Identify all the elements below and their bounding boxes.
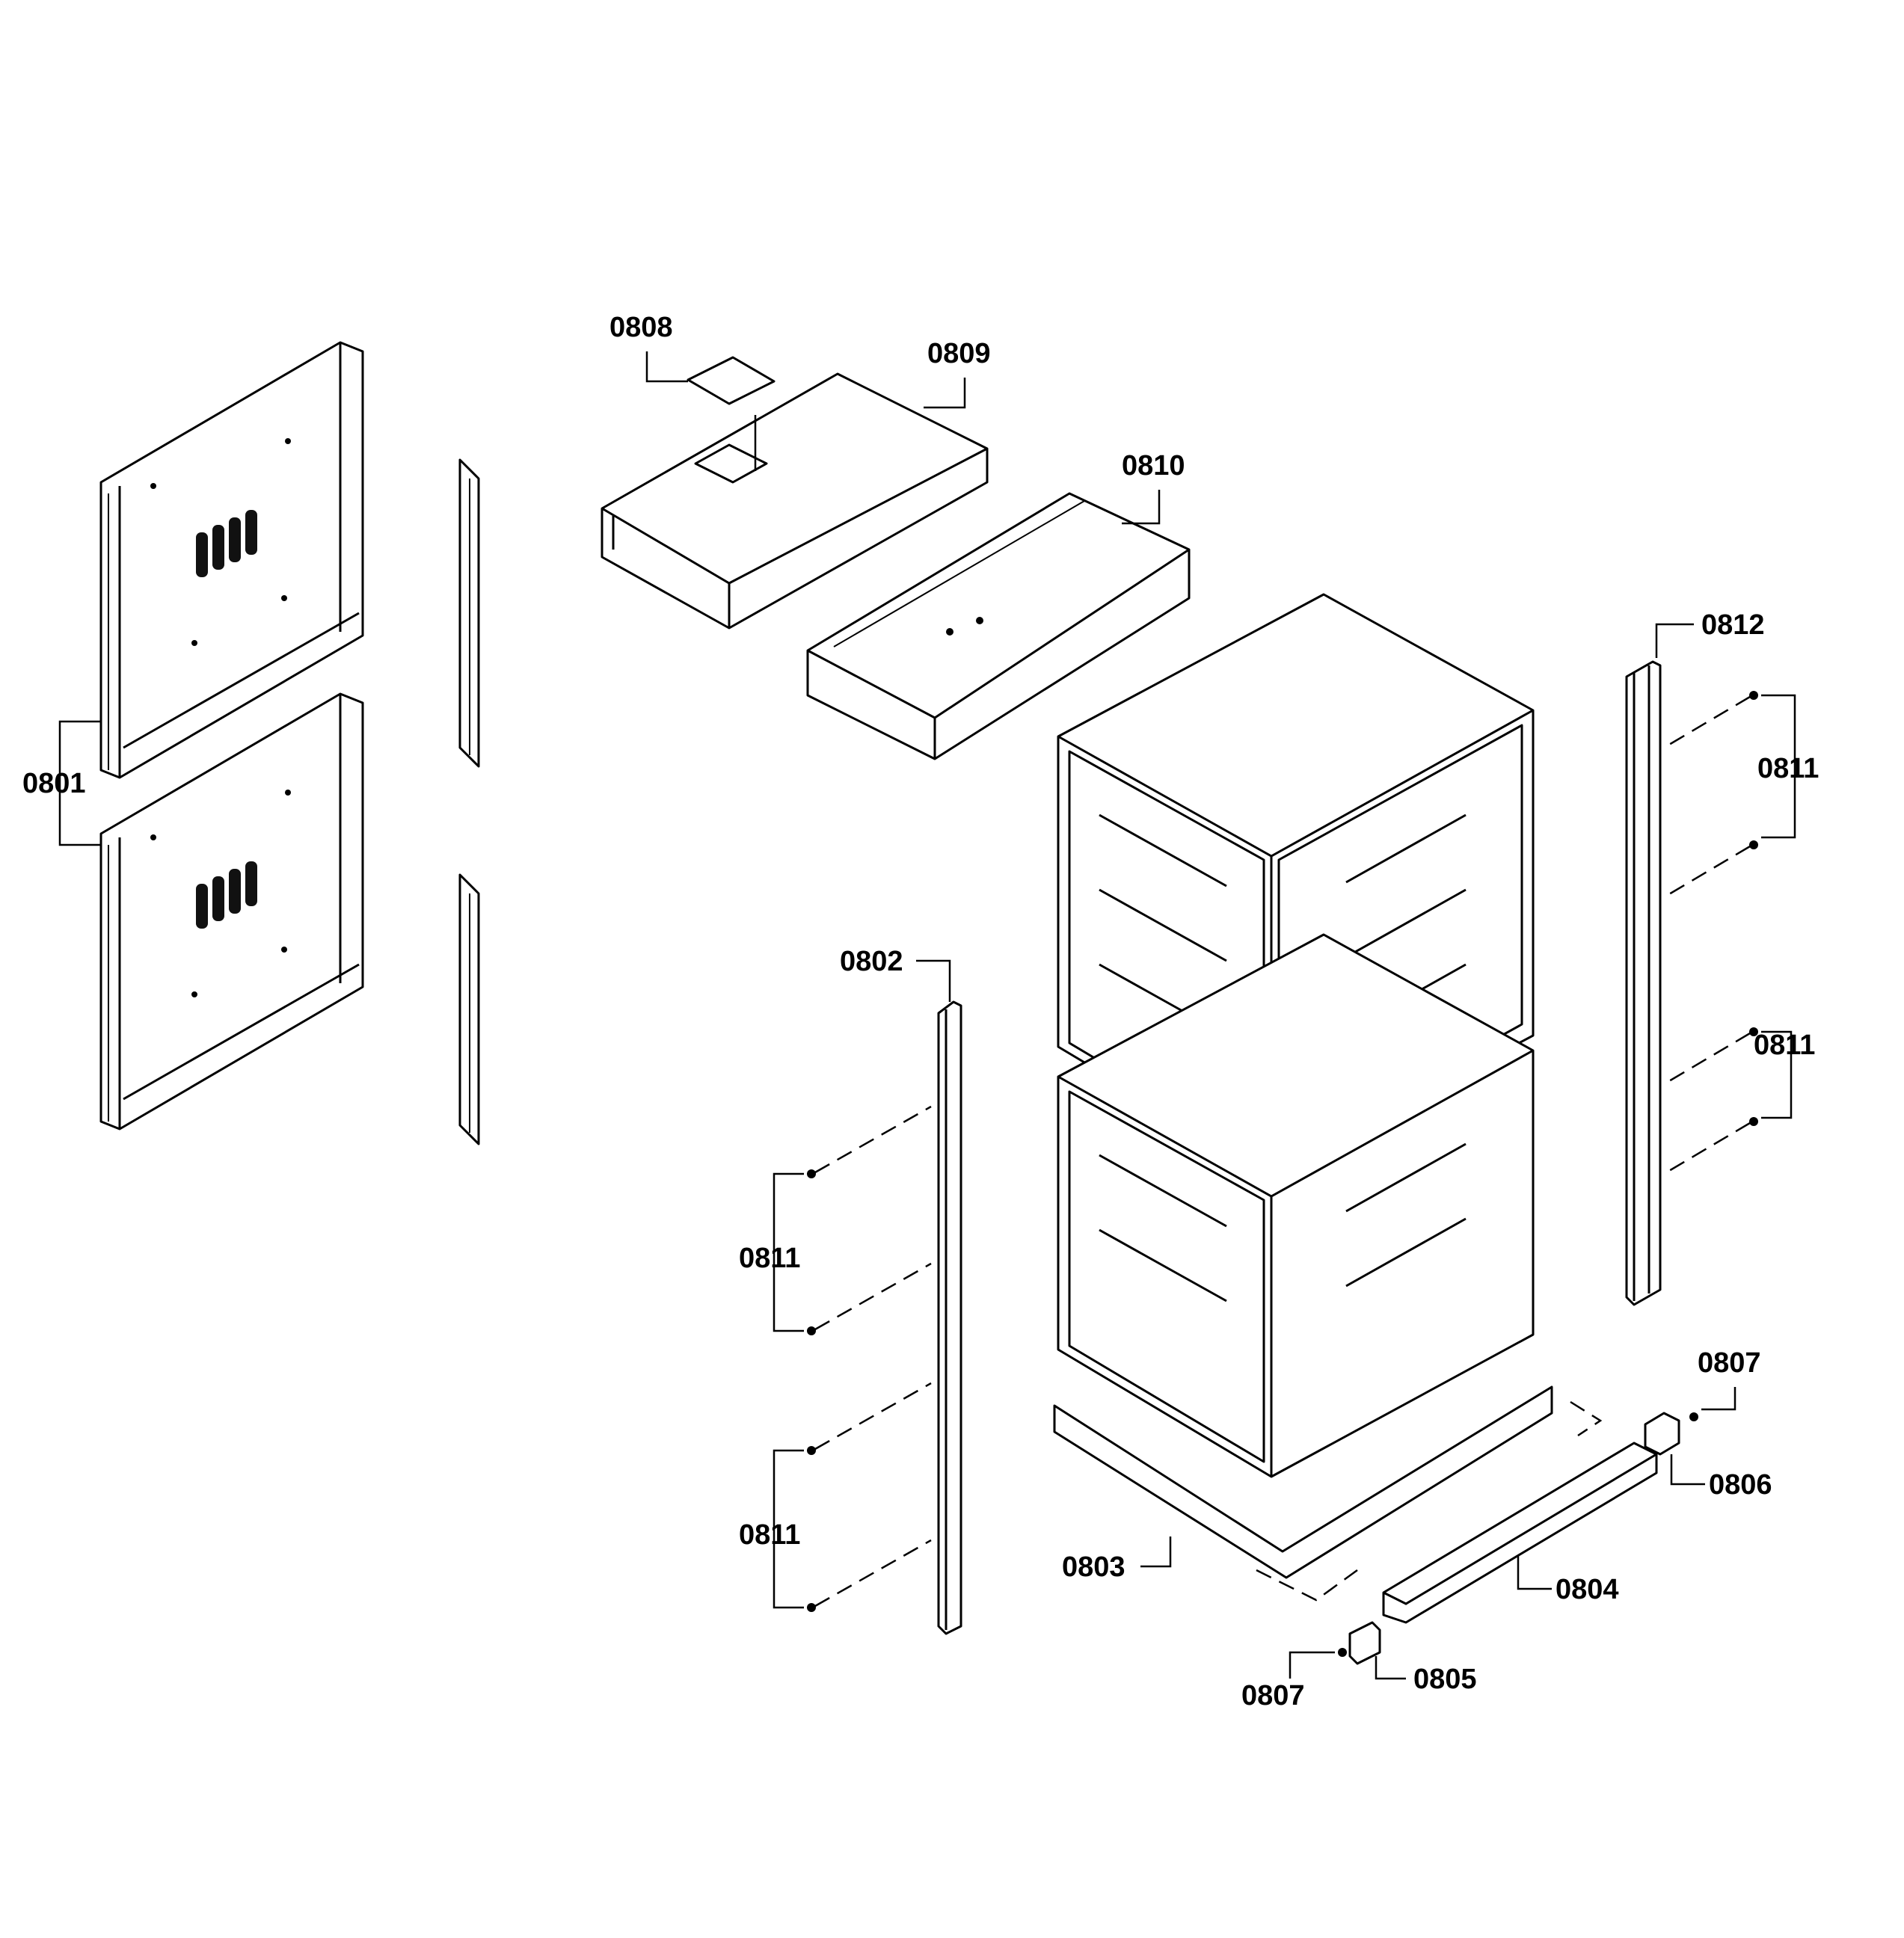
callout-0810: 0810 [1122,450,1185,525]
callout-0807-upper: 0807 [1698,1347,1761,1411]
callout-0804: 0804 [1517,1555,1619,1605]
side-panel-lower [99,692,364,1130]
label-0803: 0803 [1062,1551,1125,1583]
callout-0807-lower: 0807 [1241,1651,1335,1711]
top-channel [806,492,1191,760]
label-0812: 0812 [1701,609,1765,641]
top-cover [601,372,989,630]
callout-0811-right-upper: 0811 [1757,694,1819,839]
callout-0811-right-lower: 0811 [1754,1030,1815,1119]
cover-plate-0808 [687,356,776,471]
end-cap-0805 [1348,1621,1381,1665]
end-cap-0806 [1644,1412,1680,1456]
vent-louvers-upper [196,510,257,577]
vent-louvers-lower [196,861,257,929]
vertical-rail-right [1625,660,1662,1306]
callout-0805: 0805 [1375,1656,1477,1695]
label-0805: 0805 [1413,1664,1477,1695]
side-panel-upper [99,341,364,779]
callout-0808: 0808 [609,312,688,383]
vertical-rail-left [937,1000,962,1635]
side-bracket-upper [458,458,480,768]
label-0811-a: 0811 [739,1243,800,1274]
oven-frame-lower [1057,933,1535,1478]
callout-0809: 0809 [924,338,991,409]
callout-0801: 0801 [22,720,101,846]
screws-0811-left-lower [807,1382,932,1612]
label-0811-d: 0811 [1754,1030,1815,1061]
callout-0803: 0803 [1062,1536,1172,1583]
label-0808: 0808 [609,312,673,343]
label-0810: 0810 [1122,450,1185,482]
label-0807-lower: 0807 [1241,1680,1305,1711]
base-tray [1053,1385,1553,1579]
label-0804: 0804 [1556,1574,1619,1605]
label-0801: 0801 [22,768,86,799]
callout-0802: 0802 [840,946,951,1002]
screws-0811-right-upper [1663,691,1758,899]
side-bracket-lower [458,873,480,1145]
callout-0806: 0806 [1670,1454,1772,1501]
label-0807-upper: 0807 [1698,1347,1761,1379]
front-trim [1382,1442,1658,1624]
label-0806: 0806 [1709,1469,1772,1501]
screw-0807-upper [1689,1412,1698,1421]
callout-0811-left-lower: 0811 [739,1449,804,1609]
callout-0812: 0812 [1655,609,1765,658]
screws-0811-right-lower [1663,1027,1758,1175]
label-0809: 0809 [927,338,991,369]
embossed-ribs-lower [1099,1142,1467,1302]
screws-0811-left-upper [807,1105,932,1335]
label-0811-b: 0811 [739,1519,800,1551]
screw-0807-lower [1338,1648,1347,1657]
label-0802: 0802 [840,946,903,977]
label-0811-c: 0811 [1757,753,1819,784]
callout-0811-left-upper: 0811 [739,1172,804,1332]
